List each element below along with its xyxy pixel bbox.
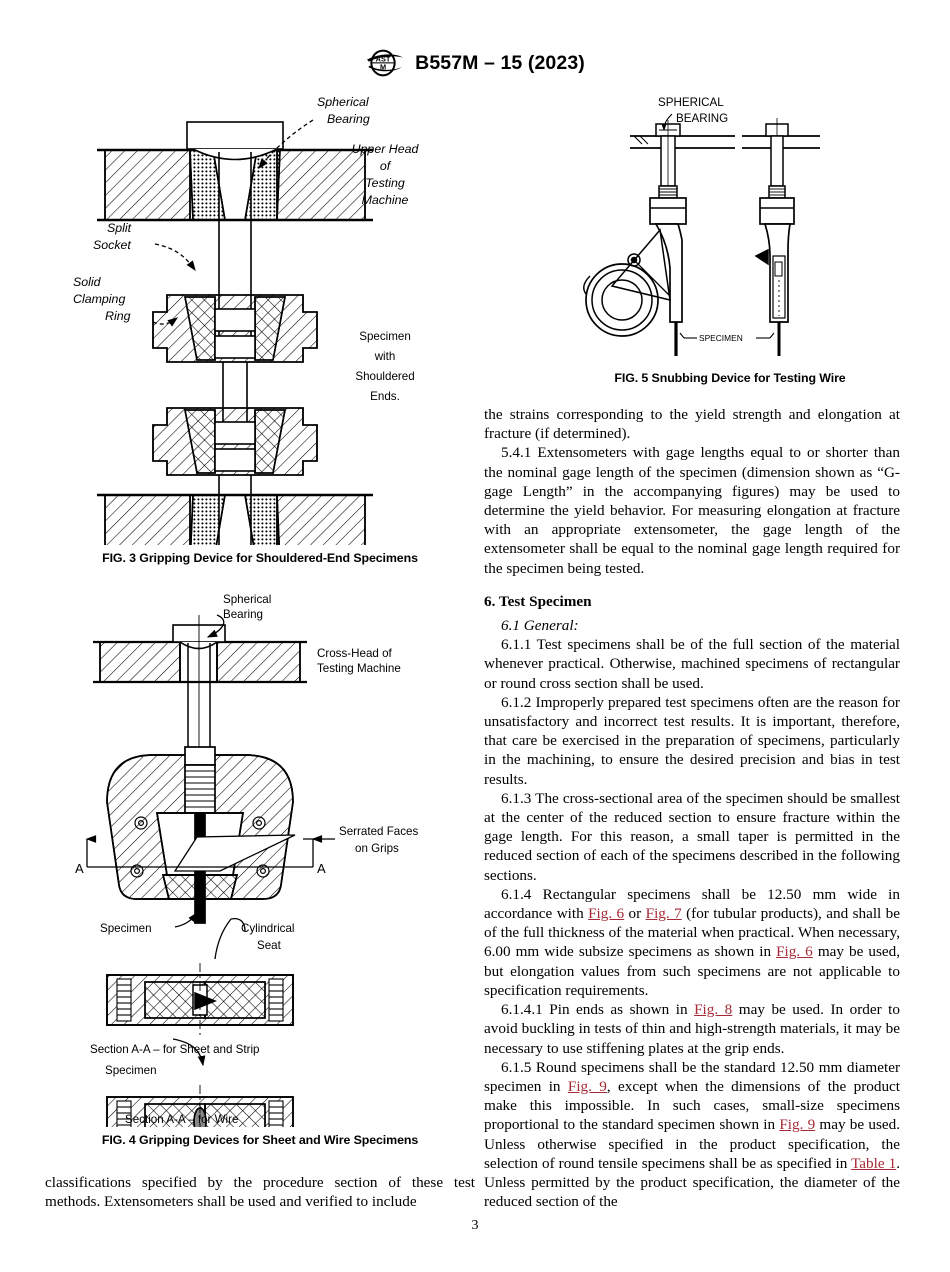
fig4-label-crosshead-1: Cross-Head of (317, 647, 393, 660)
fig4-label-serrated-1: Serrated Faces (339, 825, 418, 838)
svg-text:AST: AST (376, 55, 391, 64)
fig4-caption-sheet: Section A-A – for Sheet and Strip (90, 1043, 260, 1056)
fig5-label-spherical-2: BEARING (676, 112, 728, 125)
para-6-1-5-seg4: . Unless permitted by the product specif… (484, 1154, 901, 1211)
fig3-label-upperhead-4: Machine (362, 193, 409, 207)
fig3-label-specimen-3: Shouldered (355, 370, 414, 383)
right-column: the strains corresponding to the yield s… (484, 405, 900, 1211)
link-fig-9-b[interactable]: Fig. 9 (779, 1116, 816, 1134)
fig5-label-spherical-1: SPHERICAL (658, 96, 724, 109)
figure-4-caption: FIG. 4 Gripping Devices for Sheet and Wi… (101, 1133, 419, 1147)
fig3-label-spherical-1: Spherical (317, 95, 370, 109)
page-header: AST M B557M – 15 (2023) (0, 48, 950, 78)
document-designation: B557M – 15 (2023) (415, 51, 585, 74)
fig5-label-specimen: SPECIMEN (699, 333, 743, 343)
para-6-1-5-seg1: 6.1.5 Round specimens shall be the stand… (484, 1058, 900, 1095)
para-6-1-2: 6.1.2 Improperly prepared test specimens… (484, 693, 900, 788)
fig4-caption-wire: Section A-A – for Wire (125, 1113, 238, 1126)
para-6-1-4-seg1: 6.1.4 Rectangular specimens shall be 12.… (484, 885, 900, 923)
fig3-label-solid-3: Ring (105, 309, 131, 323)
fig3-label-specimen-4: Ends. (370, 390, 400, 403)
svg-text:M: M (380, 63, 386, 72)
left-bottom-paragraph: classifications specified by the procedu… (45, 1174, 475, 1211)
subsection-6-1-heading: 6.1 General: (501, 617, 579, 635)
astm-logo-icon: AST M (367, 49, 404, 77)
para-6-1-4-seg4: may be used, but elongation values from … (484, 943, 900, 999)
figure-4-drawing: Spherical Bearing Cross-Head of Testing … (75, 593, 418, 1127)
para-6-1-4-1: 6.1.4.1 Pin ends as shown in Fig. 8 may … (484, 1000, 900, 1058)
left-column: Spherical Bearing Upper Head of Testing … (45, 90, 475, 1211)
para-6-1-4-1-seg1: 6.1.4.1 Pin ends as shown in (501, 1001, 695, 1019)
link-fig-6-b[interactable]: Fig. 6 (776, 943, 813, 961)
para-6-1-4-seg3: (for tubular products), and shall be of … (484, 905, 900, 961)
fig4-label-cylindrical-2: Seat (257, 939, 282, 952)
para-6-1-3: 6.1.3 The cross-sectional area of the sp… (484, 789, 900, 884)
link-fig-9-a[interactable]: Fig. 9 (567, 1077, 607, 1095)
section-6-heading: 6. Test Specimen (484, 592, 592, 610)
para-6-1-1: 6.1.1 Test specimens shall be of the ful… (484, 636, 900, 692)
para-6-1-5-seg2: , except when the dimensions of the prod… (484, 1077, 901, 1134)
figure-5: SPHERICAL BEARING SPECIMEN FIG. 5 Snubbi… (560, 90, 900, 385)
fig4-section-mark-left: A (75, 861, 84, 876)
fig4-label-serrated-2: on Grips (355, 842, 399, 855)
fig3-label-solid-1: Solid (73, 275, 102, 289)
fig3-label-split-1: Split (107, 221, 132, 235)
fig4-label-cylindrical-1: Cylindrical (241, 922, 294, 935)
page-number: 3 (471, 1218, 479, 1233)
fig4-label-spherical-2: Bearing (223, 608, 263, 621)
para-6-1-4-seg2: or (624, 905, 646, 923)
fig3-label-upperhead-3: Testing (365, 176, 405, 190)
fig3-label-upperhead-2: of (380, 159, 392, 173)
figure-4: Spherical Bearing Cross-Head of Testing … (45, 587, 475, 1147)
para-6-1-5: 6.1.5 Round specimens shall be the stand… (484, 1058, 900, 1212)
fig3-label-specimen-2: with (374, 350, 396, 363)
fig3-label-split-2: Socket (93, 238, 131, 252)
para-6-1-4-1-seg2: may be used. In order to avoid buckling … (484, 1001, 900, 1057)
figure-3-caption: FIG. 3 Gripping Device for Shouldered-En… (102, 551, 418, 565)
fig3-label-spherical-2: Bearing (327, 112, 370, 126)
fig4-section-mark-right: A (317, 861, 326, 876)
fig3-label-specimen-1: Specimen (359, 330, 411, 343)
fig4-label-crosshead-2: Testing Machine (317, 662, 401, 675)
fig3-label-upperhead-1: Upper Head (352, 142, 420, 156)
fig4-label-specimen-2: Specimen (105, 1064, 157, 1077)
para-6-1-5-seg3: may be used. Unless otherwise specified … (484, 1116, 900, 1172)
link-fig-8[interactable]: Fig. 8 (694, 1001, 733, 1019)
para-6-1-4: 6.1.4 Rectangular specimens shall be 12.… (484, 885, 900, 1000)
link-fig-6-a[interactable]: Fig. 6 (588, 905, 625, 923)
fig4-label-specimen: Specimen (100, 922, 152, 935)
figure-5-caption: FIG. 5 Snubbing Device for Testing Wire (614, 371, 846, 385)
fig3-label-solid-2: Clamping (73, 292, 125, 306)
figure-3-drawing: Spherical Bearing Upper Head of Testing … (73, 95, 420, 545)
link-fig-7[interactable]: Fig. 7 (645, 905, 682, 923)
figure-5-drawing: SPHERICAL BEARING SPECIMEN (583, 96, 820, 356)
para-5-4-continued: the strains corresponding to the yield s… (484, 406, 900, 443)
para-5-4-1: 5.4.1 Extensometers with gage lengths eq… (484, 444, 900, 577)
fig4-label-spherical-1: Spherical (223, 593, 271, 606)
link-table-1[interactable]: Table 1 (851, 1154, 897, 1172)
figure-3: Spherical Bearing Upper Head of Testing … (45, 90, 475, 565)
